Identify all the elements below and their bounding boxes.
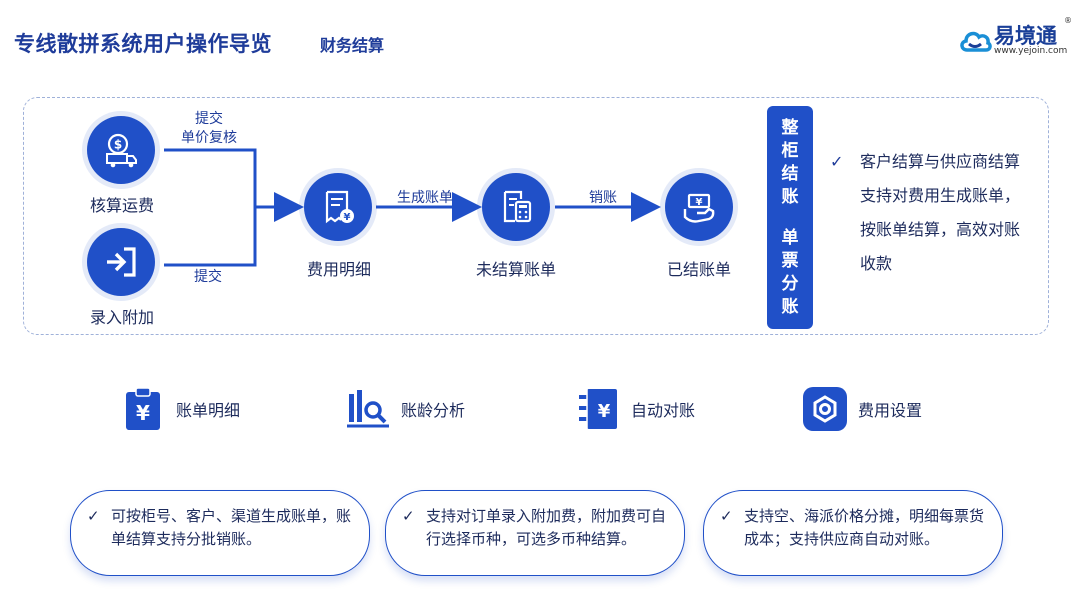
enter-arrow-icon	[107, 247, 136, 277]
check-icon: ✓	[402, 507, 415, 525]
node-unsettled-bill-label: 未结算账单	[475, 260, 556, 279]
feature-label: 账单明细	[176, 401, 241, 420]
bar-char: 柜	[781, 140, 799, 161]
node-freight[interactable]: $	[87, 116, 155, 184]
feature-fee-settings[interactable]: 费用设置	[802, 386, 922, 432]
node-settled-bill-label: 已结账单	[666, 260, 731, 279]
feature-aging-analysis[interactable]: 账龄分析	[345, 386, 465, 432]
bubble-cost-allocation: ✓ 支持空、海派价格分摊，明细每票货成本；支持供应商自动对账。	[703, 490, 1003, 576]
clipboard-yen-icon: ¥	[126, 387, 160, 430]
page-title: 专线散拼系统用户操作导览	[14, 32, 272, 56]
feature-icon-wrap: ¥	[120, 386, 166, 432]
hex-settings-icon	[803, 387, 847, 431]
bubble-text: 可按柜号、客户、渠道生成账单，账单结算支持分批销账。	[111, 507, 352, 548]
feature-label: 自动对账	[631, 401, 696, 420]
node-settled-bill[interactable]: ¥	[665, 173, 733, 241]
feature-icon-wrap: ¥	[575, 386, 621, 432]
feature-auto-reconcile[interactable]: ¥ 自动对账	[575, 386, 695, 432]
edge-label-submit: 提交	[194, 269, 222, 285]
svg-text:$: $	[114, 138, 122, 152]
feature-bill-detail[interactable]: ¥ 账单明细	[120, 386, 240, 432]
settlement-note-text: 客户结算与供应商结算支持对费用生成账单，按账单结算，高效对账收款	[860, 152, 1021, 273]
edge-label-generate-bill: 生成账单	[397, 190, 453, 206]
bar-char: 分	[781, 273, 799, 294]
calculator-document-icon	[503, 190, 532, 223]
node-surcharge-label: 录入附加	[89, 308, 154, 327]
hand-cash-icon: ¥	[683, 193, 715, 223]
bar-char: 整	[781, 117, 799, 138]
notebook-yen-icon: ¥	[579, 389, 617, 429]
feature-label: 费用设置	[858, 401, 923, 420]
bar-char: 单	[781, 227, 799, 248]
bar-char: 票	[781, 250, 799, 271]
check-icon: ✓	[720, 507, 733, 525]
logo-registered: ®	[1064, 16, 1072, 25]
svg-text:¥: ¥	[598, 401, 611, 422]
check-icon: ✓	[830, 152, 844, 171]
edge-label-submit-review-line2: 单价复核	[181, 130, 237, 146]
bar-char: 账	[781, 296, 799, 317]
feature-icon-wrap	[345, 386, 391, 432]
bubble-text: 支持空、海派价格分摊，明细每票货成本；支持供应商自动对账。	[744, 507, 985, 548]
truck-coin-icon: $	[106, 133, 137, 168]
bar-char: 账	[781, 186, 799, 207]
svg-text:¥: ¥	[136, 401, 150, 425]
check-icon: ✓	[87, 507, 100, 525]
receipt-yen-icon: ¥	[325, 190, 354, 224]
bar-char: 结	[781, 163, 799, 184]
bubble-bill-generation: ✓ 可按柜号、客户、渠道生成账单，账单结算支持分批销账。	[70, 490, 370, 576]
bar-chart-magnifier-icon	[347, 390, 389, 428]
cloud-logo-icon	[960, 31, 992, 52]
node-freight-label: 核算运费	[89, 196, 154, 215]
node-unsettled-bill[interactable]	[482, 173, 550, 241]
edge-label-submit-review: 提交 单价复核	[170, 110, 248, 148]
bubble-surcharge-currency: ✓ 支持对订单录入附加费，附加费可自行选择币种，可选多币种结算。	[385, 490, 685, 576]
page-subtitle: 财务结算	[320, 36, 385, 55]
edge-label-write-off: 销账	[589, 190, 617, 206]
svg-text:¥: ¥	[344, 212, 351, 223]
edge-label-submit-review-line1: 提交	[195, 111, 223, 127]
flow-panel	[23, 97, 1049, 335]
logo-name: 易境通	[994, 24, 1057, 48]
logo-url: www.yejoin.com	[994, 46, 1068, 56]
settlement-mode-bar: 整 柜 结 账 单 票 分 账	[767, 106, 813, 329]
node-surcharge[interactable]	[87, 228, 155, 296]
svg-text:¥: ¥	[696, 197, 703, 208]
node-fee-detail-label: 费用明细	[306, 260, 371, 279]
node-fee-detail[interactable]: ¥	[304, 173, 372, 241]
brand-logo: 易境通 ® www.yejoin.com	[958, 16, 1072, 64]
feature-icon-wrap	[802, 386, 848, 432]
feature-label: 账龄分析	[401, 401, 466, 420]
settlement-note: ✓ 客户结算与供应商结算支持对费用生成账单，按账单结算，高效对账收款	[830, 145, 1035, 281]
bubble-text: 支持对订单录入附加费，附加费可自行选择币种，可选多币种结算。	[426, 507, 667, 548]
